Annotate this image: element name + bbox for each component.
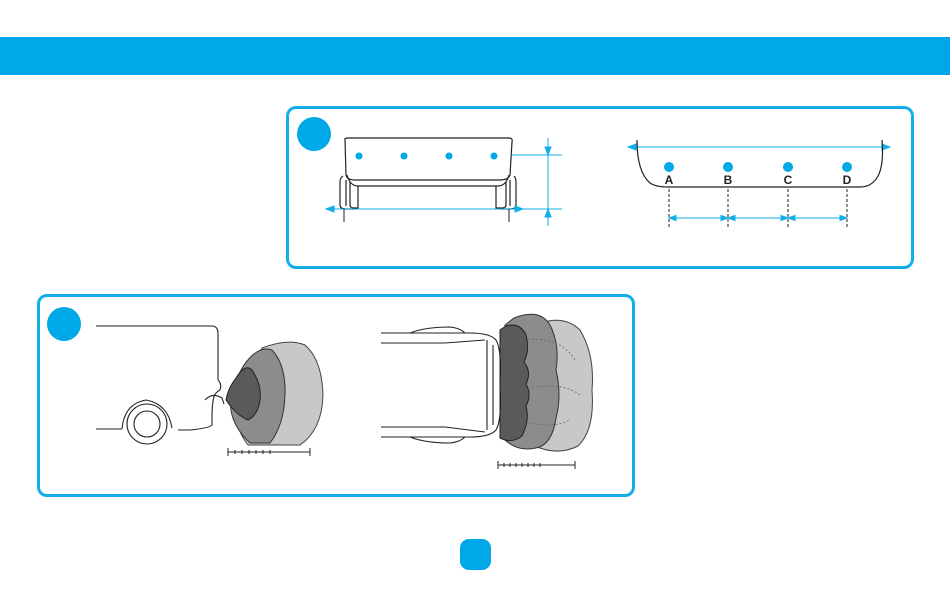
side-scale-ruler [228,448,310,456]
sensor-label-d: D [843,173,852,187]
step-badge-2 [47,307,81,341]
side-view-detection-diagram [90,315,330,460]
sensor-label-c: C [784,173,793,187]
top-zone-inner [500,325,529,441]
top-scale-ruler [498,461,575,469]
rear-sensor-dots [356,153,498,160]
page-number-badge [460,539,491,570]
sensor-label-b: B [724,173,733,187]
sensor-label-a: A [665,173,674,187]
top-view-detection-diagram [378,305,583,470]
rear-view-bumper-diagram [320,130,570,240]
sensor-layout-diagram: A B C D [620,130,900,240]
header-bar [0,37,950,75]
sensor-dots [664,162,852,172]
